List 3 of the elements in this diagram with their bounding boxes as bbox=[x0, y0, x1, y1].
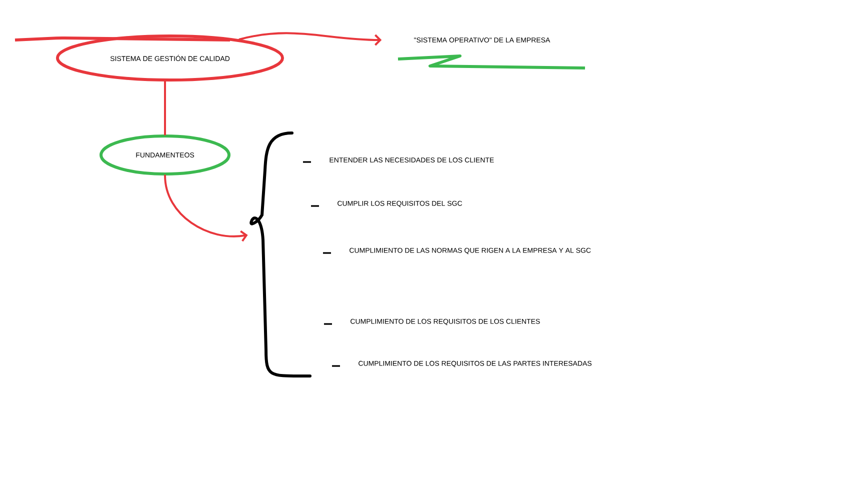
arrow bbox=[164, 174, 248, 242]
arrow bbox=[238, 32, 382, 46]
curly-brace bbox=[250, 132, 312, 378]
